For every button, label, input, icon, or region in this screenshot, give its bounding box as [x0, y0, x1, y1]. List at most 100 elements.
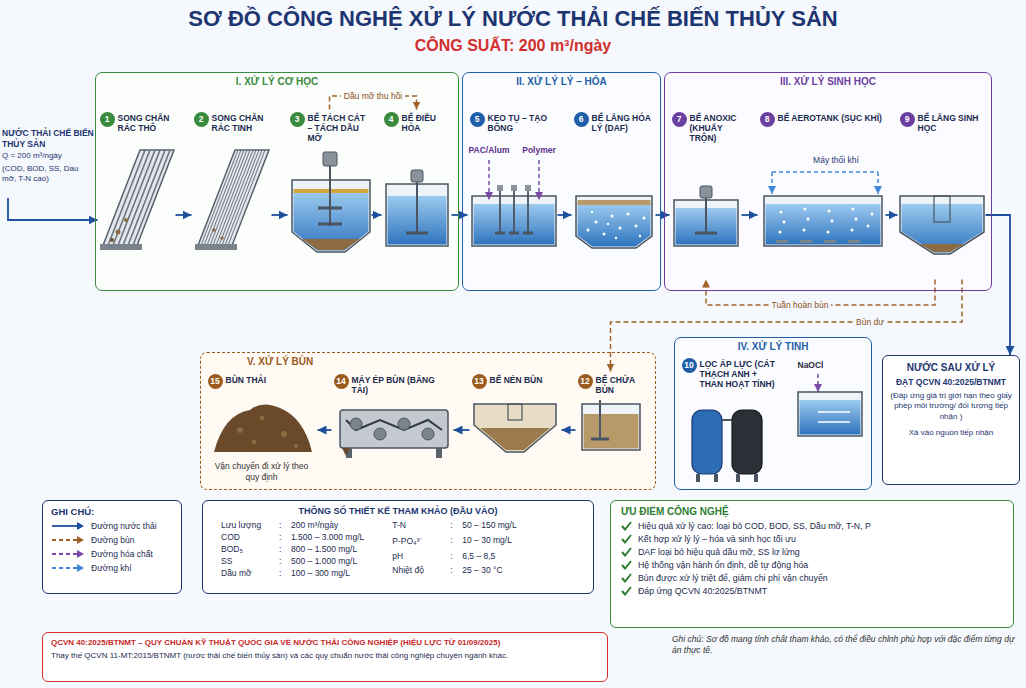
- illustration-part: [803, 229, 806, 232]
- step-name: SONG CHẮN RÁC THÔ: [118, 112, 174, 133]
- legend-text: Đường nước thải: [91, 521, 157, 531]
- illustration-part: [591, 438, 609, 441]
- advantage-text: Đáp ứng QCVN 40:2025/BTNMT: [638, 586, 767, 596]
- process-unit: 1SONG CHẮN RÁC THÔ: [98, 110, 176, 280]
- table-heading: THÔNG SỐ THIẾT KẾ THAM KHẢO (ĐẦU VÀO): [211, 506, 585, 516]
- illustration-part: [764, 196, 882, 246]
- illustration-part: [218, 150, 256, 248]
- table-cell: :: [279, 520, 291, 530]
- illustration-part: [110, 238, 114, 242]
- illustration-part: [627, 213, 630, 216]
- fine-screen: [195, 150, 269, 250]
- step-name: BỂ LẮNG HÓA LÝ (DAF): [592, 112, 654, 133]
- step-label-row: 9BỂ LẮNG SINH HỌC: [900, 112, 984, 133]
- table-cell: COD: [221, 532, 279, 542]
- flow-connector: [176, 214, 192, 216]
- section-heading: IV. XỬ LÝ TINH: [675, 338, 871, 352]
- flow-connector: [886, 214, 898, 216]
- equalization-tank: [386, 170, 448, 246]
- legend-line: [52, 567, 77, 569]
- illustration-part: [281, 431, 287, 437]
- illustration-part: [771, 172, 773, 194]
- step-name: BỂ LẮNG SINH HỌC: [918, 112, 984, 133]
- illustration-part: [497, 185, 503, 191]
- illustration-part: [127, 150, 165, 248]
- illustration-part: [513, 190, 515, 234]
- illustration-part: [855, 218, 858, 221]
- flow-connector: [452, 214, 468, 216]
- table-cell: :: [450, 565, 462, 578]
- inflow-text: NƯỚC THẢI CHẾ BIẾN THỦY SẢN: [2, 128, 94, 149]
- legend-sample: [51, 563, 85, 573]
- step-label-row: 1SONG CHẮN RÁC THÔ: [100, 112, 174, 133]
- secondary-clarifier: [900, 196, 984, 254]
- process-unit: 3BỂ TÁCH CÁT – TÁCH DẦU MỠ: [288, 110, 372, 280]
- section-grounds: [95, 72, 992, 490]
- step-number: 12: [578, 374, 593, 389]
- legend-sample: [51, 521, 85, 531]
- illustration-part: [696, 474, 700, 482]
- flow-connector: [272, 214, 288, 216]
- illustration-part: [112, 150, 150, 248]
- flow-connector: [318, 429, 332, 431]
- illustration-part: [200, 150, 265, 248]
- table-cell: :: [450, 551, 462, 564]
- illustration-part: [499, 190, 501, 234]
- step-number: 15: [208, 374, 223, 389]
- illustration-part: [500, 190, 528, 234]
- table-cell: 50 – 150 mg/L: [462, 520, 516, 533]
- illustration-part: [851, 229, 854, 232]
- illustration-part: [607, 223, 609, 225]
- step-number: 9: [900, 112, 915, 127]
- advantage-text: Hiệu quả xử lý cao: loại bỏ COD, BOD, SS…: [638, 521, 871, 531]
- illustration-part: [700, 186, 712, 198]
- legend-text: Đường hóa chất: [91, 549, 153, 559]
- table-columns: Lưu lượng:200 m³/ngàyCOD:1.500 – 3.000 m…: [211, 520, 585, 578]
- check-mark: [622, 587, 631, 595]
- illustration-part: [695, 232, 717, 235]
- illustration-part: [611, 215, 614, 218]
- illustration-part: [817, 374, 819, 392]
- illustration-part: [527, 190, 529, 234]
- advantage-row: Kết hợp xử lý lý – hóa và sinh học tối ư…: [621, 534, 1003, 544]
- coarse-screen: [100, 150, 174, 250]
- pressure-filters: [692, 410, 762, 482]
- illustration-part: [462, 72, 661, 291]
- free-label: Máy thổi khí: [790, 155, 882, 165]
- illustration-part: [603, 233, 606, 236]
- process-unit: 15BÙN THẢIVận chuyển đi xử lý theo quy đ…: [206, 372, 318, 485]
- advantage-row: Đáp ứng QCVN 40:2025/BTNMT: [621, 586, 1003, 596]
- flow-connector: [8, 198, 98, 220]
- table-cell: T-N: [392, 520, 450, 533]
- legend-row: Đường khí: [51, 563, 173, 573]
- illustration-part: [237, 427, 243, 433]
- section-heading: V. XỬ LÝ BÙN: [201, 353, 655, 367]
- illustration-part: [227, 150, 265, 248]
- check-mark: [622, 535, 631, 543]
- step-name: BỂ AEROTANK (SỤC KHÍ): [778, 112, 882, 123]
- stage-section: V. XỬ LÝ BÙN 15BÙN THẢIVận chuyển đi xử l…: [200, 352, 656, 490]
- legend-sample: [51, 535, 85, 545]
- illustration-part: [871, 213, 874, 216]
- step-name: BỂ NÉN BÙN: [490, 374, 543, 385]
- illustration-part: [132, 150, 170, 248]
- standard-note: QCVN 40:2025/BTNMT – QUY CHUẨN KỸ THUẬT …: [42, 632, 608, 682]
- illustration-part: [100, 244, 142, 250]
- illustration-part: [200, 352, 656, 490]
- table-cell: 100 – 300 mg/L: [291, 568, 364, 578]
- illustration-part: [102, 150, 174, 248]
- illustration-part: [599, 400, 601, 440]
- table-column: T-N:50 – 150 mg/LP-PO₄³⁻:10 – 30 mg/LpH:…: [392, 520, 516, 578]
- connector-label: Tuần hoàn bùn: [769, 300, 832, 310]
- free-label: PAC/Alum: [463, 145, 515, 155]
- illustration-part: [639, 235, 641, 237]
- illustration-part: [804, 208, 807, 211]
- stage-section: IV. XỬ LÝ TINH10LỌC ÁP LỰC (CÁT THẠCH AN…: [674, 337, 872, 490]
- illustration-part: [124, 218, 128, 222]
- illustration-part: [828, 210, 831, 213]
- effluent-text: Xả vào nguồn tiếp nhận: [889, 428, 1013, 437]
- process-unit: 12BỂ CHỨA BÙN: [576, 372, 646, 485]
- anoxic-tank: [674, 186, 738, 246]
- illustration-part: [867, 225, 870, 228]
- illustration-part: [827, 231, 830, 234]
